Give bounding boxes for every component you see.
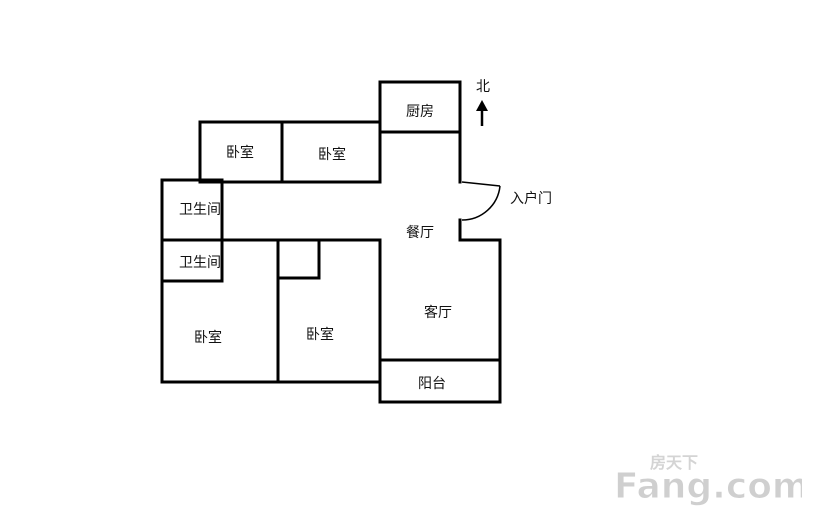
balcony-label: 阳台 [418, 376, 446, 392]
bedroom-top-left-label: 卧室 [226, 144, 254, 161]
dining-label: 餐厅 [406, 225, 434, 241]
living-label: 客厅 [424, 304, 452, 321]
svg-text:Fang.com: Fang.com [614, 466, 802, 507]
north-label: 北 [476, 79, 490, 95]
bedroom-bottom-mid-label: 卧室 [306, 326, 334, 343]
walls [160, 80, 502, 404]
kitchen-walls [378, 80, 462, 134]
svg-text:房天下: 房天下 [650, 453, 698, 472]
bedroom-top-right-walls [280, 120, 382, 184]
bathroom-lower-label: 卫生间 [179, 255, 221, 271]
bedroom-bottom-left-label: 卧室 [194, 329, 222, 346]
bathroom-upper-label: 卫生间 [179, 202, 221, 218]
north-arrow-icon [476, 100, 488, 126]
kitchen-label: 厨房 [406, 104, 434, 120]
entrance-label: 入户门 [510, 190, 552, 207]
closet-nook-wall [276, 238, 321, 280]
bathroom-lower-walls [160, 238, 224, 283]
door-swing-icon [461, 181, 501, 221]
bedroom-top-right-label: 卧室 [318, 146, 346, 163]
fang-watermark-logo: 房天下 Fang.com [614, 453, 803, 508]
